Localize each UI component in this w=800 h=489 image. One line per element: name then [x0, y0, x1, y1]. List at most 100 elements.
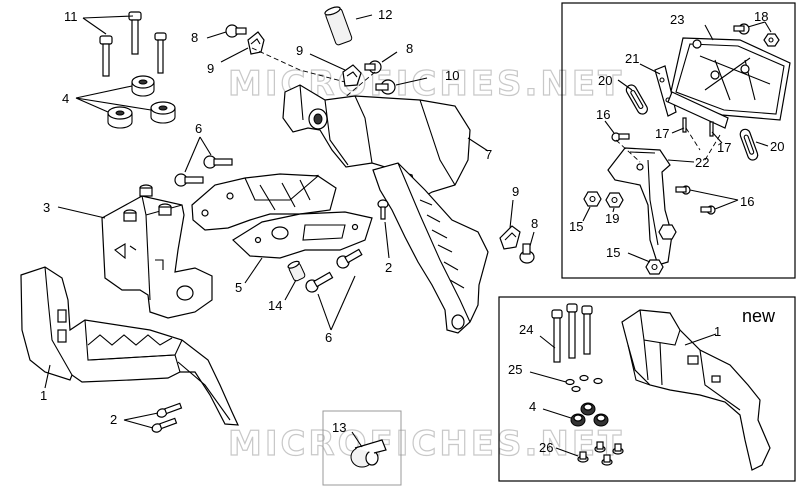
callout-16-top: 16	[596, 107, 610, 122]
new-mount-part	[621, 309, 771, 471]
screw-icon	[675, 185, 691, 195]
hex-nut-icon	[605, 192, 624, 208]
callout-11: 11	[64, 9, 78, 24]
mudguard-part	[282, 84, 471, 201]
screw-icon	[225, 24, 247, 38]
rubber-bushing-icon	[150, 101, 176, 124]
callout-21: 21	[625, 51, 639, 66]
spring-clip-icon	[247, 31, 265, 55]
callout-13: 13	[332, 420, 346, 435]
callout-3: 3	[43, 200, 50, 215]
callout-8-top: 8	[191, 30, 198, 45]
washer-icon	[571, 385, 581, 393]
callout-4: 4	[62, 91, 69, 106]
callout-10: 10	[445, 68, 459, 83]
rubber-bushing-icon	[570, 413, 586, 427]
hex-nut-icon	[645, 259, 664, 275]
rubber-bushing-icon	[107, 106, 133, 129]
washer-icon	[612, 443, 624, 455]
screw-icon	[682, 117, 687, 133]
screw-icon	[709, 121, 714, 137]
bracket-upper-part	[191, 173, 337, 231]
inset-license-plate-box	[561, 2, 796, 279]
callout-15-bottom: 15	[606, 245, 620, 260]
callout-22: 22	[695, 155, 709, 170]
callout-6-top: 6	[195, 121, 202, 136]
callout-9-top: 9	[207, 61, 214, 76]
inset-new-label: new	[742, 306, 776, 326]
rubber-bushing-icon	[131, 75, 155, 97]
screw-icon	[375, 79, 396, 95]
mount-strip-part	[654, 65, 729, 129]
callout-15-left: 15	[569, 219, 583, 234]
side-bracket-part	[101, 184, 213, 319]
callout-7: 7	[485, 147, 492, 162]
screw-icon	[174, 173, 204, 187]
callout-14: 14	[268, 298, 282, 313]
callout-4-new: 4	[529, 399, 536, 414]
watermark-bottom: MICROFICHES.NET	[228, 424, 624, 464]
callout-12: 12	[378, 7, 392, 22]
screw-icon	[733, 23, 750, 35]
callout-19: 19	[605, 211, 619, 226]
callout-5: 5	[235, 280, 242, 295]
callout-24: 24	[519, 322, 533, 337]
screw-icon	[99, 35, 113, 77]
callout-9-right: 9	[512, 184, 519, 199]
screw-icon	[151, 417, 178, 433]
callout-18: 18	[754, 9, 768, 24]
bushing-post-icon	[139, 184, 153, 197]
screw-icon	[128, 11, 142, 55]
callout-2-bottom: 2	[110, 412, 117, 427]
screw-icon	[156, 402, 183, 418]
screw-icon	[305, 271, 334, 293]
spring-clip-icon	[499, 225, 521, 250]
lower-plate-part	[232, 211, 373, 259]
screw-icon	[203, 155, 233, 169]
screw-icon	[519, 243, 535, 264]
mudguard-arm-part	[372, 162, 489, 334]
callout-1: 1	[40, 388, 47, 403]
screw-icon	[336, 248, 363, 269]
screw-icon	[154, 32, 167, 74]
callout-25: 25	[508, 362, 522, 377]
callout-9-mid: 9	[296, 43, 303, 58]
bushing-post-icon	[158, 203, 172, 216]
callout-2-mid: 2	[385, 260, 392, 275]
callout-20-right: 20	[770, 139, 784, 154]
washer-icon	[565, 378, 575, 386]
callout-20-left: 20	[598, 73, 612, 88]
rubber-pad-icon	[625, 84, 648, 115]
callout-17-right: 17	[717, 140, 731, 155]
washer-icon	[594, 441, 606, 453]
washer-icon	[577, 451, 589, 463]
screw-icon	[377, 199, 389, 220]
screw-icon	[611, 132, 630, 142]
lower-bracket-part	[607, 147, 673, 266]
washer-icon	[601, 454, 613, 466]
callout-16-right: 16	[740, 194, 754, 209]
hex-nut-icon	[658, 224, 677, 240]
hex-nut-icon	[583, 191, 602, 207]
clip-detail-icon	[350, 439, 387, 468]
callout-6-bottom: 6	[325, 330, 332, 345]
callout-8-right: 8	[531, 216, 538, 231]
inset-new-box	[498, 296, 796, 482]
inset-clip-box	[322, 410, 402, 486]
washer-icon	[579, 374, 589, 382]
rubber-pad-icon	[739, 128, 759, 161]
lower-mount-part	[20, 266, 239, 426]
bushing-post-icon	[123, 209, 137, 222]
callout-8-mid: 8	[406, 41, 413, 56]
screw-icon	[364, 60, 382, 74]
screw-icon	[551, 309, 563, 363]
screw-icon	[581, 305, 593, 355]
washer-icon	[593, 377, 603, 385]
spacer-tube-icon	[287, 260, 306, 282]
screw-icon	[700, 205, 716, 215]
hex-nut-icon	[763, 33, 780, 47]
callout-1-new: 1	[714, 324, 721, 339]
callout-17-left: 17	[655, 126, 669, 141]
